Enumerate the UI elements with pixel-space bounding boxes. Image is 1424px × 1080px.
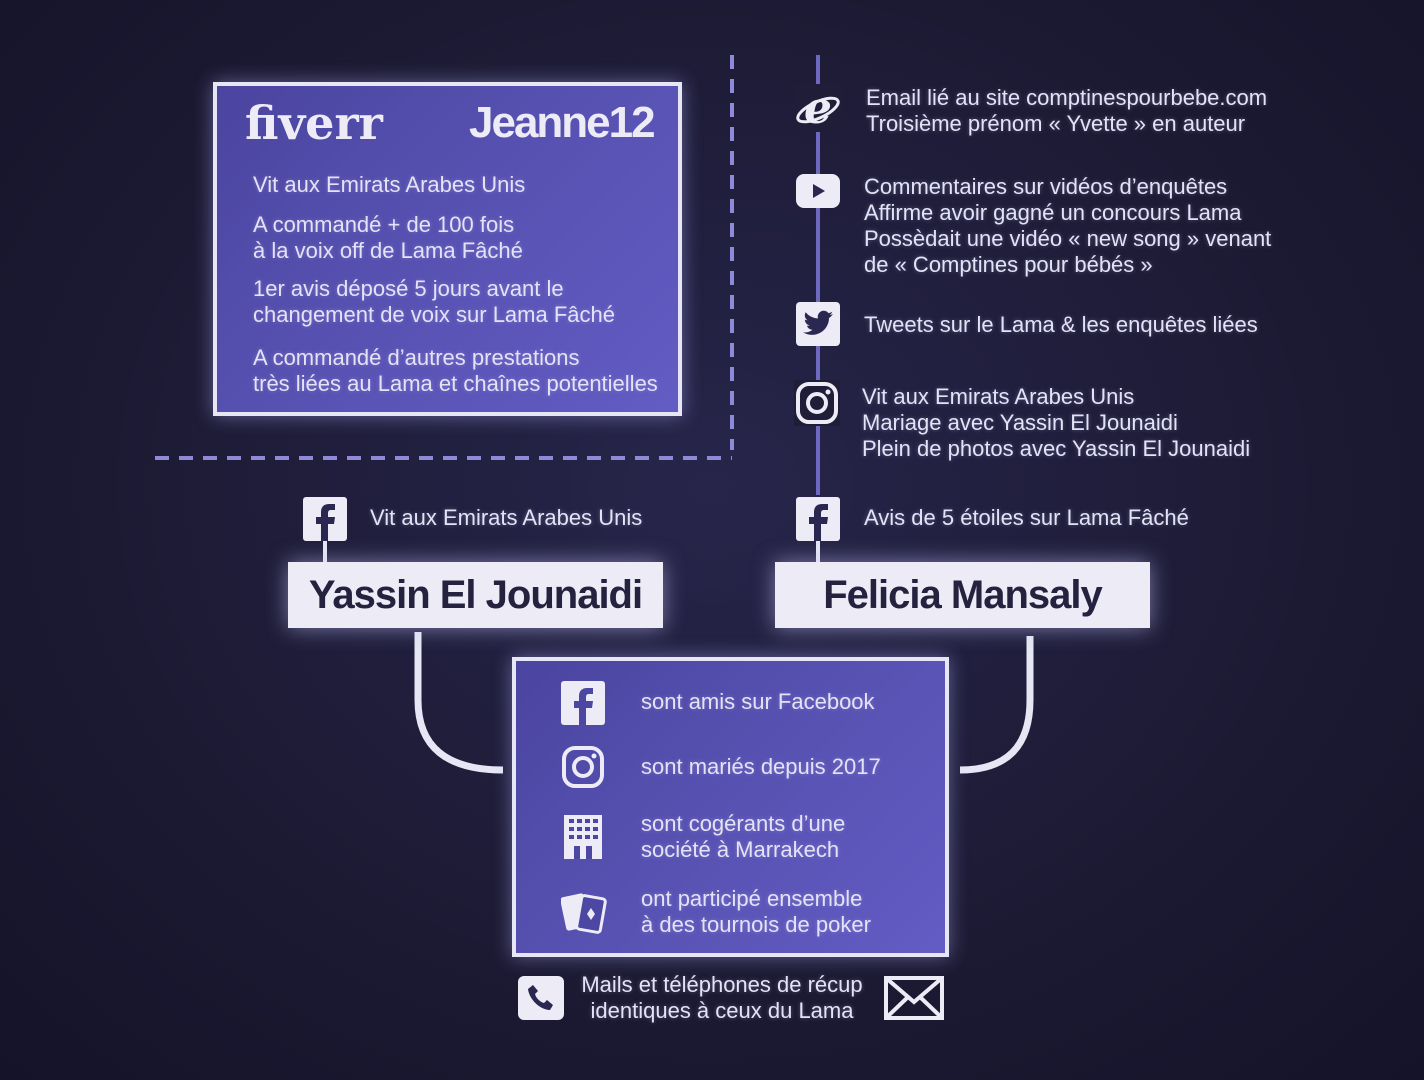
fiverr-fact: Vit aux Emirats Arabes Unis (253, 172, 526, 197)
facebook-icon (796, 497, 840, 541)
link-text: sont amis sur Facebook (641, 689, 875, 714)
building-icon (561, 813, 605, 859)
yassin-facebook-text: Vit aux Emirats Arabes Unis (370, 505, 643, 530)
instagram-icon (794, 380, 840, 426)
facebook-icon (561, 681, 605, 725)
playing-cards-icon (561, 891, 609, 935)
felicia-connector (959, 636, 1034, 774)
felicia-source-text: Avis de 5 étoiles sur Lama Fâché (864, 505, 1189, 530)
instagram-icon (561, 745, 605, 789)
link-text: sont mariés depuis 2017 (641, 754, 881, 779)
twitter-icon (796, 302, 840, 346)
svg-text:e: e (804, 85, 832, 131)
facebook-icon (303, 497, 347, 541)
mail-icon (884, 976, 944, 1020)
fiverr-card: fiverr Jeanne12 Vit aux Emirats Arabes U… (213, 82, 682, 416)
shared-links-card: sont amis sur Facebook sont mariés depui… (512, 657, 949, 957)
felicia-name-label: Felicia Mansaly (775, 562, 1150, 628)
phone-icon (518, 976, 564, 1020)
fiverr-username: Jeanne12 (469, 98, 656, 147)
felicia-source-text: Tweets sur le Lama & les enquêtes liées (864, 312, 1258, 337)
yassin-connector (414, 632, 504, 774)
fiverr-logo: fiverr (245, 96, 383, 150)
yassin-name-label: Yassin El Jounaidi (288, 562, 663, 628)
internet-explorer-icon: e (794, 84, 842, 132)
youtube-icon (796, 174, 840, 208)
